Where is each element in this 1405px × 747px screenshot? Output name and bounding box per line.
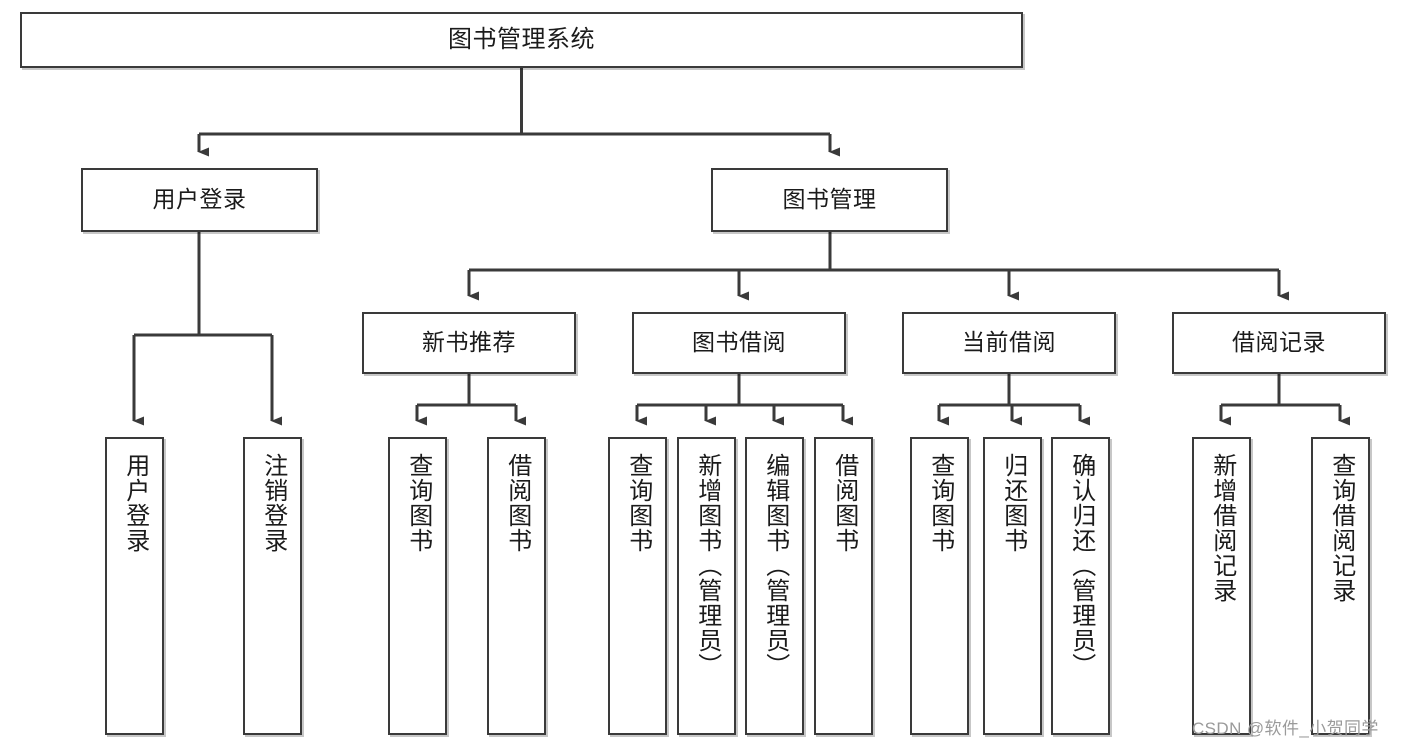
node-label: 查询图书 xyxy=(926,453,954,553)
node-label: 新增借阅记录 xyxy=(1208,453,1236,603)
node-label: 编辑图书（管理员） xyxy=(761,453,789,678)
node-label: 查询图书 xyxy=(404,453,432,553)
node-leaf-return-book[interactable]: 归还图书 xyxy=(983,437,1042,735)
node-new-book-recommend[interactable]: 新书推荐 xyxy=(362,312,576,374)
node-label: 确认归还（管理员） xyxy=(1067,453,1095,678)
node-label: 归还图书 xyxy=(999,453,1027,553)
node-label: 图书借阅 xyxy=(692,329,786,356)
node-label: 用户登录 xyxy=(121,453,149,553)
node-book-borrow[interactable]: 图书借阅 xyxy=(632,312,846,374)
node-leaf-add-borrow-record[interactable]: 新增借阅记录 xyxy=(1192,437,1251,735)
node-label: 新书推荐 xyxy=(422,329,516,356)
node-leaf-edit-book-admin[interactable]: 编辑图书（管理员） xyxy=(745,437,804,735)
node-leaf-query-borrow-record[interactable]: 查询借阅记录 xyxy=(1311,437,1370,735)
node-leaf-confirm-return-admin[interactable]: 确认归还（管理员） xyxy=(1051,437,1110,735)
node-leaf-borrow-book-1[interactable]: 借阅图书 xyxy=(487,437,546,735)
node-label: 借阅图书 xyxy=(503,453,531,553)
node-leaf-logout[interactable]: 注销登录 xyxy=(243,437,302,735)
node-leaf-query-book-3[interactable]: 查询图书 xyxy=(910,437,969,735)
node-system-title[interactable]: 图书管理系统 xyxy=(20,12,1023,68)
node-borrow-record[interactable]: 借阅记录 xyxy=(1172,312,1386,374)
node-leaf-user-login[interactable]: 用户登录 xyxy=(105,437,164,735)
node-leaf-add-book-admin[interactable]: 新增图书（管理员） xyxy=(677,437,736,735)
node-label: 查询图书 xyxy=(624,453,652,553)
node-book-management[interactable]: 图书管理 xyxy=(711,168,948,232)
node-current-borrow[interactable]: 当前借阅 xyxy=(902,312,1116,374)
node-label: 查询借阅记录 xyxy=(1327,453,1355,603)
node-label: 图书管理系统 xyxy=(448,25,595,53)
node-user-login[interactable]: 用户登录 xyxy=(81,168,318,232)
node-label: 借阅图书 xyxy=(830,453,858,553)
node-label: 注销登录 xyxy=(259,453,287,553)
csdn-watermark: CSDN @软件_小贺同学 xyxy=(1192,719,1379,738)
node-label: 新增图书（管理员） xyxy=(693,453,721,678)
node-label: 当前借阅 xyxy=(962,329,1056,356)
node-label: 用户登录 xyxy=(152,186,247,213)
node-label: 借阅记录 xyxy=(1232,329,1326,356)
node-leaf-query-book-1[interactable]: 查询图书 xyxy=(388,437,447,735)
node-leaf-query-book-2[interactable]: 查询图书 xyxy=(608,437,667,735)
node-label: 图书管理 xyxy=(782,186,877,213)
node-leaf-borrow-book-2[interactable]: 借阅图书 xyxy=(814,437,873,735)
